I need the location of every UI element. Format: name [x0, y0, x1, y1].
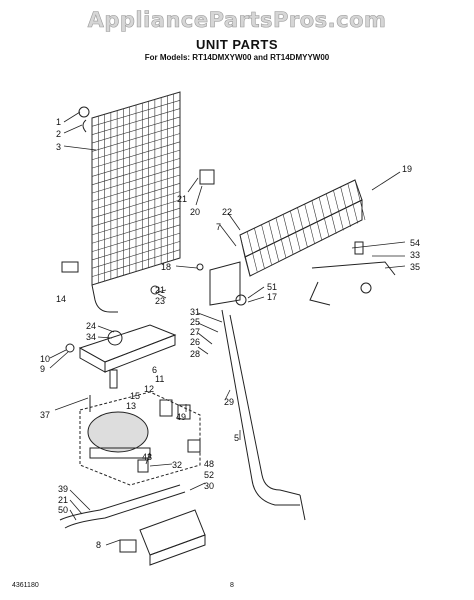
callout-label: 15: [130, 391, 140, 401]
evaporator-fin: [311, 200, 323, 241]
callout-label: 11: [155, 374, 164, 384]
callout-label: 17: [267, 292, 277, 302]
evaporator-fin: [304, 203, 315, 245]
callout-label: 18: [161, 262, 171, 272]
evaporator-coil: [209, 179, 366, 306]
evaporator-fin: [239, 234, 251, 276]
compressor: [87, 411, 151, 459]
page-title: UNIT PARTS: [195, 37, 279, 52]
callout-label: 50: [58, 505, 68, 515]
callout-label: 48: [204, 459, 214, 469]
callout-label: 1: [56, 117, 61, 127]
callout-label: 12: [144, 384, 154, 394]
callout-label: 19: [402, 164, 412, 174]
callout-label: 25: [190, 317, 200, 327]
evaporator-fin: [340, 186, 351, 227]
evaporator-fin: [268, 221, 280, 262]
drain-pan: [78, 324, 177, 373]
compressor-bracket: [79, 391, 201, 486]
callout-label: 26: [190, 337, 200, 347]
callout-label: 32: [172, 460, 182, 470]
callout-label: 21: [177, 194, 187, 204]
callout-label: 24: [86, 321, 96, 331]
base-plate: [139, 509, 206, 566]
callout-label: 5: [234, 433, 239, 443]
callout-label: 39: [58, 484, 68, 494]
evaporator-fin: [333, 190, 344, 231]
callout-label: 13: [126, 401, 136, 411]
callout-label: 22: [222, 207, 232, 217]
callout-label: 20: [190, 207, 200, 217]
callout-label: 6: [152, 365, 157, 375]
page-number: 8: [230, 582, 234, 589]
callout-label: 31: [190, 307, 200, 317]
evaporator-fin: [275, 217, 287, 258]
callout-label: 8: [96, 540, 101, 550]
condenser-coil: [82, 91, 181, 313]
callout-label: 27: [190, 327, 200, 337]
callout-label: 37: [40, 410, 50, 420]
callout-labels: 1 2 3 19 21 20 22 7 54 33 35 18 14 21 23…: [40, 117, 420, 550]
evaporator-fin: [347, 183, 359, 224]
evaporator-fin: [282, 214, 294, 255]
callout-label: 33: [410, 250, 420, 260]
callout-label: 9: [40, 364, 45, 374]
evaporator-fin: [297, 207, 308, 248]
callout-label: 23: [155, 296, 165, 306]
callout-label: 29: [224, 397, 234, 407]
callout-label: 54: [410, 238, 420, 248]
evaporator-fin: [354, 179, 366, 221]
callout-label: 30: [204, 481, 214, 491]
model-subtitle: For Models: RT14DMXYW00 and RT14DMYYW00: [144, 53, 330, 62]
evaporator-fin: [290, 210, 301, 252]
callout-label: 2: [56, 129, 61, 139]
callout-label: 14: [56, 294, 66, 304]
evaporator-fin: [261, 224, 272, 265]
callout-label: 21: [155, 285, 165, 295]
callout-label: 52: [204, 470, 214, 480]
callout-label: 3: [56, 142, 61, 152]
evaporator-fin: [325, 193, 337, 234]
callout-label: 28: [190, 349, 200, 359]
callout-label: 51: [267, 282, 277, 292]
callout-label: 34: [86, 332, 96, 342]
evaporator-fin: [318, 197, 330, 238]
document-number: 4361180: [12, 582, 39, 589]
evaporator-fin: [246, 231, 258, 272]
callout-label: 21: [58, 495, 68, 505]
evaporator-fin: [254, 228, 265, 269]
callout-label: 43: [142, 452, 152, 462]
small-parts: [61, 106, 372, 553]
callout-label: 10: [40, 354, 50, 364]
callout-label: 7: [216, 222, 221, 232]
leader-lines: [49, 111, 406, 546]
callout-label: 35: [410, 262, 420, 272]
callout-label: 49: [176, 412, 186, 422]
refrigerant-tubing: [59, 261, 396, 529]
watermark: AppliancePartsPros.com: [87, 8, 387, 33]
